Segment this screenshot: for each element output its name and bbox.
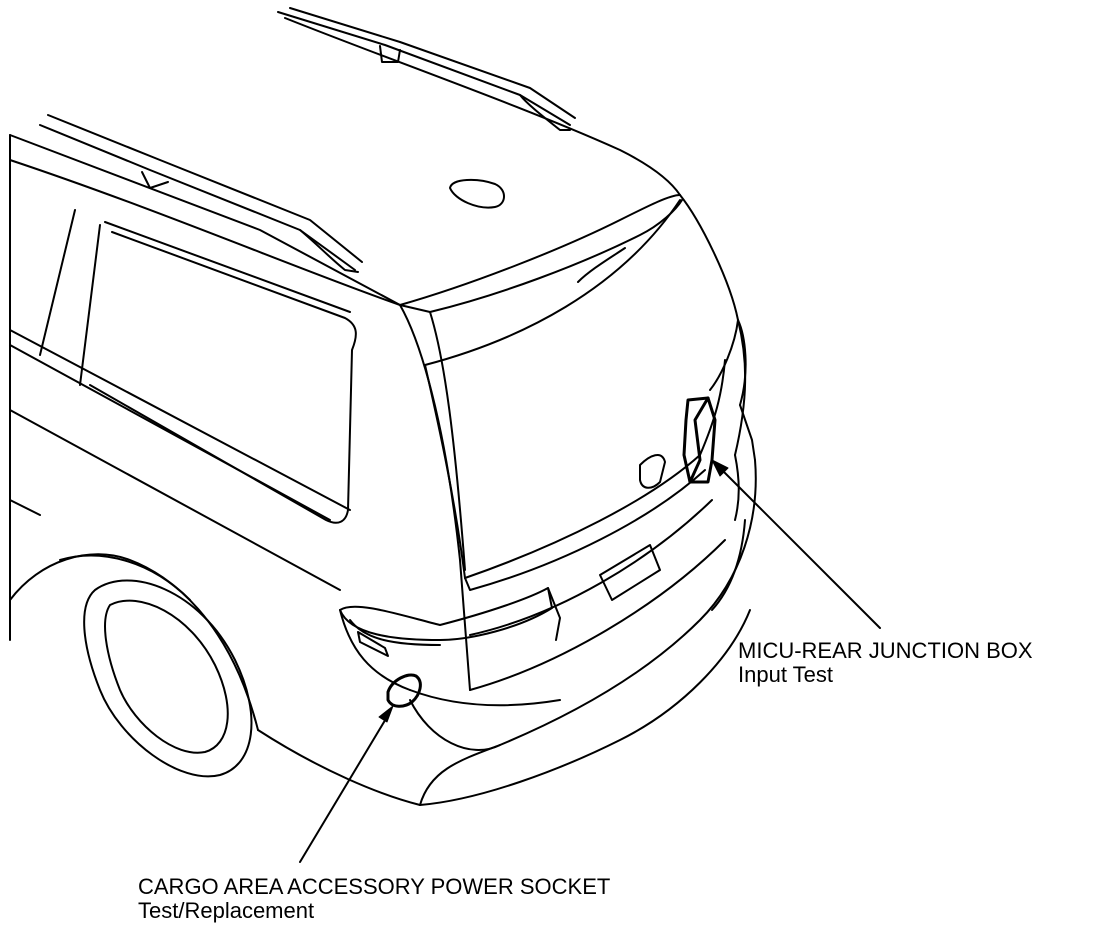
junction-box-label: MICU-REAR JUNCTION BOX	[738, 638, 1033, 663]
junction-box-part	[682, 396, 717, 484]
power-socket-callout: CARGO AREA ACCESSORY POWER SOCKET Test/R…	[138, 875, 610, 923]
power-socket-label: CARGO AREA ACCESSORY POWER SOCKET	[138, 874, 611, 899]
roof-rail-near	[39, 114, 363, 273]
rear-hatch	[424, 194, 747, 691]
rear-wheel	[83, 579, 253, 778]
vehicle-side-body	[9, 134, 471, 806]
rear-bumper	[339, 459, 757, 806]
tail-lights	[339, 319, 756, 657]
roof-rail-far	[277, 7, 576, 131]
leader-line-power-socket	[299, 711, 391, 863]
arrowhead-power-socket	[378, 705, 394, 723]
vehicle-roof	[9, 17, 683, 313]
junction-box-callout: MICU-REAR JUNCTION BOX Input Test	[738, 639, 1033, 687]
arrowhead-junction-box	[711, 459, 729, 477]
power-socket-sublabel: Test/Replacement	[138, 898, 315, 923]
junction-box-sublabel: Input Test	[738, 662, 833, 687]
power-socket-part	[386, 673, 422, 708]
leader-line-junction-box	[715, 463, 881, 629]
